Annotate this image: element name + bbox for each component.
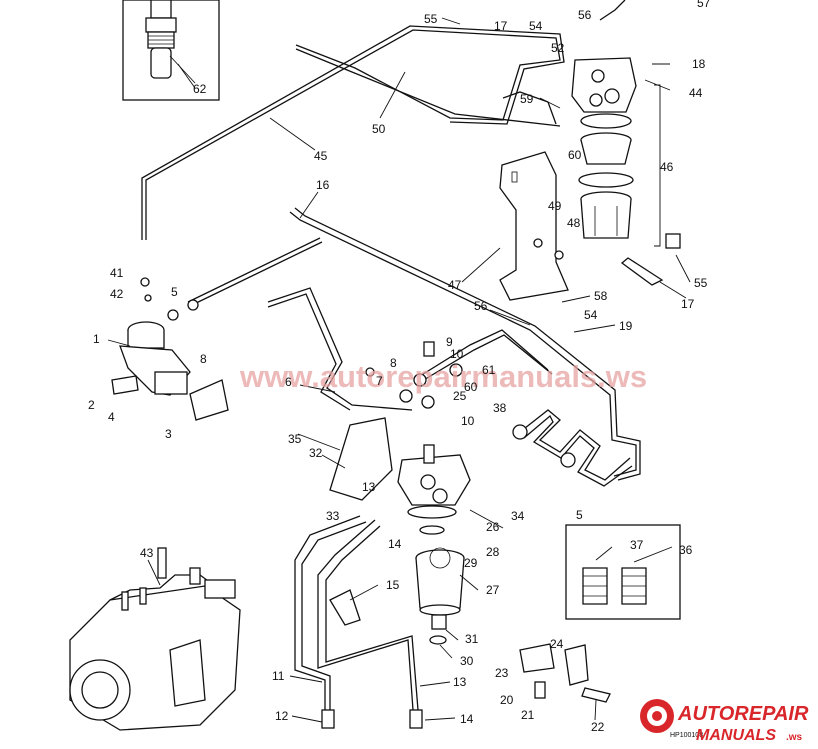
callout-35: 35 — [288, 432, 302, 446]
callout-26: 26 — [486, 520, 500, 534]
callout-25: 25 — [453, 389, 467, 403]
callout-29: 29 — [464, 556, 478, 570]
sleeve-inset — [565, 524, 681, 620]
callout-10: 10 — [450, 347, 464, 361]
fuel-filter-head-main — [329, 341, 471, 535]
callout-5b: 5 — [576, 508, 583, 522]
callout-17b: 17 — [681, 297, 695, 311]
callout-8: 8 — [200, 352, 207, 366]
leader-lines — [107, 17, 691, 723]
callout-45: 45 — [314, 149, 328, 163]
filter-cartridge — [415, 547, 465, 645]
callout-23: 23 — [495, 666, 509, 680]
pump-inlet-line-2 — [189, 241, 323, 307]
pump-inlet-line — [187, 237, 321, 303]
callout-13b: 13 — [453, 675, 467, 689]
callout-16: 16 — [316, 178, 330, 192]
callout-13: 13 — [362, 480, 376, 494]
mounting-bracket — [499, 151, 681, 301]
logo-line1: AUTOREPAIR — [677, 703, 809, 725]
watermark-text: www.autorepairmanuals.ws — [239, 359, 647, 394]
callout-14: 14 — [388, 537, 402, 551]
callout-57: 57 — [697, 0, 711, 10]
callout-50: 50 — [372, 122, 386, 136]
callout-9: 9 — [446, 335, 453, 349]
callout-32: 32 — [309, 446, 323, 460]
callout-28: 28 — [486, 545, 500, 559]
logo-line3: .ws — [786, 732, 803, 743]
callout-60b: 60 — [464, 380, 478, 394]
callout-43: 43 — [140, 546, 154, 560]
callout-14b: 14 — [460, 712, 474, 726]
callout-55b: 55 — [694, 276, 708, 290]
callout-22: 22 — [591, 720, 605, 734]
callout-60: 60 — [568, 148, 582, 162]
callout-6: 6 — [285, 375, 292, 389]
lift-pump — [111, 277, 229, 421]
fuel-lines-top — [141, 25, 565, 240]
callout-11: 11 — [272, 669, 285, 683]
callout-58: 58 — [594, 289, 608, 303]
callout-19: 19 — [619, 319, 633, 333]
callout-31: 31 — [465, 632, 479, 646]
callout-2: 2 — [88, 398, 95, 412]
callout-48: 48 — [567, 216, 581, 230]
callout-61: 61 — [482, 363, 496, 377]
callout-5: 5 — [171, 285, 178, 299]
callout-36: 36 — [679, 543, 693, 557]
callout-54b: 54 — [584, 308, 598, 322]
callout-30: 30 — [460, 654, 474, 668]
callout-55: 55 — [424, 12, 438, 26]
callout-7: 7 — [376, 374, 383, 388]
return-lines — [512, 409, 633, 487]
fuel-line-6 — [267, 287, 553, 411]
callout-56b: 56 — [474, 299, 488, 313]
drawing-code: HP100108 — [670, 732, 703, 739]
callout-44: 44 — [689, 86, 703, 100]
logo-line2: MANUALS — [696, 727, 776, 744]
callout-56: 56 — [578, 8, 592, 22]
clip — [329, 589, 361, 626]
callout-17: 17 — [494, 19, 508, 33]
callout-12: 12 — [275, 709, 289, 723]
injection-pump — [69, 547, 241, 731]
callout-numbers: 62 55 17 54 56 57 52 18 44 59 50 60 46 4… — [88, 0, 711, 734]
callout-62: 62 — [193, 82, 207, 96]
callout-59: 59 — [520, 92, 534, 106]
sensor-inset — [122, 0, 220, 101]
callout-46: 46 — [660, 160, 674, 174]
callout-8b: 8 — [390, 356, 397, 370]
fuel-filter-head-top — [571, 0, 661, 247]
callout-37: 37 — [630, 538, 644, 552]
callout-33: 33 — [326, 509, 340, 523]
injector-lines — [294, 515, 423, 729]
callout-21: 21 — [521, 708, 535, 722]
callout-34: 34 — [511, 509, 525, 523]
callout-10b: 10 — [461, 414, 475, 428]
site-logo: AUTOREPAIR MANUALS .ws — [640, 699, 809, 744]
callout-1: 1 — [93, 332, 100, 346]
callout-38: 38 — [493, 401, 507, 415]
callout-20: 20 — [500, 693, 514, 707]
callout-52: 52 — [551, 41, 565, 55]
callout-47: 47 — [448, 278, 462, 292]
callout-41: 41 — [110, 266, 124, 280]
callout-18: 18 — [692, 57, 706, 71]
fuel-line-16 — [289, 207, 641, 481]
callout-27: 27 — [486, 583, 500, 597]
callout-24: 24 — [550, 637, 564, 651]
callout-54: 54 — [529, 19, 543, 33]
callout-15: 15 — [386, 578, 400, 592]
callout-42: 42 — [110, 287, 124, 301]
clamp-parts — [519, 643, 611, 703]
callout-4: 4 — [108, 410, 115, 424]
callout-49: 49 — [548, 199, 562, 213]
callout-3: 3 — [165, 427, 172, 441]
